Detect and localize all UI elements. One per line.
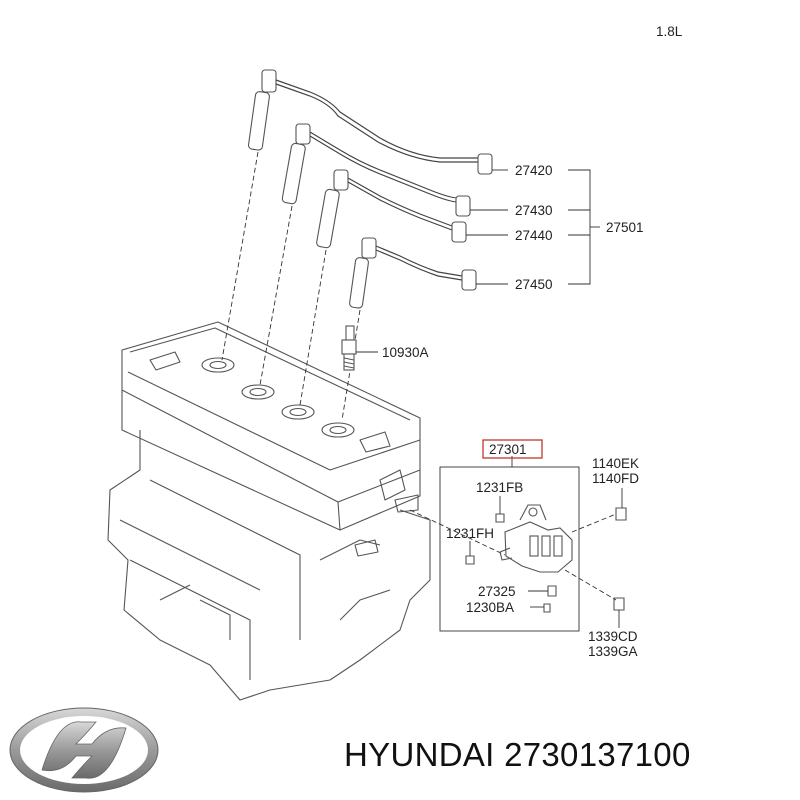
part-label-27450[interactable]: 27450	[515, 277, 553, 292]
wire-set-bracket	[466, 169, 600, 285]
ignition-wire-27420	[221, 69, 493, 361]
ignition-wire-27450	[341, 237, 477, 421]
variant-label: 1.8L	[656, 24, 683, 39]
part-label-1231FB[interactable]: 1231FB	[476, 480, 523, 495]
part-labels: 1.8L 27420 27430 27440 27450 27501 10930…	[382, 24, 683, 659]
part-label-27301[interactable]: 27301	[489, 442, 527, 457]
spark-plug-drawing	[341, 325, 378, 371]
part-label-27440[interactable]: 27440	[515, 228, 553, 243]
part-label-10930A[interactable]: 10930A	[382, 345, 429, 360]
part-label-1339GA[interactable]: 1339GA	[588, 644, 638, 659]
part-label-1230BA[interactable]: 1230BA	[466, 600, 514, 615]
part-label-27430[interactable]: 27430	[515, 203, 553, 218]
part-label-1339CD[interactable]: 1339CD	[588, 629, 638, 644]
part-label-1140FD[interactable]: 1140FD	[592, 471, 639, 486]
hyundai-logo-icon	[9, 707, 159, 793]
engine-block-drawing	[107, 321, 431, 701]
ignition-wire-27430	[259, 123, 471, 386]
part-label-1140EK[interactable]: 1140EK	[592, 456, 639, 471]
part-label-1231FH[interactable]: 1231FH	[446, 526, 494, 541]
highlight-box-27301	[482, 439, 543, 459]
ignition-wire-set	[221, 69, 493, 421]
part-label-27501[interactable]: 27501	[606, 220, 644, 235]
part-label-27420[interactable]: 27420	[515, 163, 553, 178]
brand-part-caption: HYUNDAI 2730137100	[344, 736, 691, 773]
ignition-coil-assembly	[409, 456, 627, 632]
ignition-wire-27440	[299, 169, 467, 406]
part-label-27325[interactable]: 27325	[478, 584, 516, 599]
